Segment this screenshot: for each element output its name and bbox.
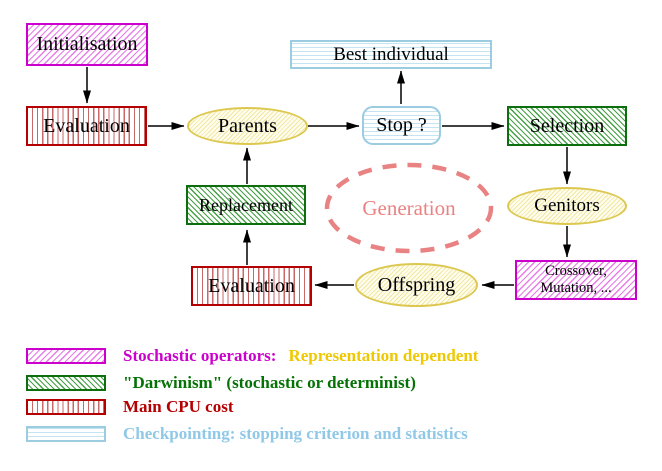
legend-row-cpu-cost: Main CPU cost [26, 397, 233, 417]
node-parents: Parents [187, 107, 308, 145]
node-genitors: Genitors [507, 187, 627, 225]
node-selection: Selection [507, 106, 627, 146]
node-evaluation-bottom: Evaluation [191, 266, 312, 306]
generation-dashed-ellipse [324, 162, 494, 254]
legend-label-cpu-cost: Main CPU cost [123, 397, 234, 416]
crossover-line2: Mutation, ... [540, 280, 612, 296]
generation-label: Generation [362, 196, 456, 220]
cyan-stripes-swatch [26, 426, 106, 442]
crossover-line1: Crossover, [545, 263, 607, 279]
node-offspring: Offspring [355, 263, 478, 307]
node-evaluation-top: Evaluation [26, 106, 147, 146]
legend-label-checkpointing: Checkpointing: stopping criterion and st… [123, 424, 468, 443]
node-initialisation: Initialisation [26, 23, 148, 66]
legend-row-checkpointing: Checkpointing: stopping criterion and st… [26, 424, 468, 444]
node-stop: Stop ? [362, 106, 441, 145]
node-crossover-mutation: Crossover, Mutation, ... [515, 260, 637, 300]
node-replacement: Replacement [186, 185, 306, 225]
red-stripes-swatch [26, 399, 106, 415]
node-best-individual: Best individual [290, 40, 492, 69]
legend-label-darwinism: "Darwinism" (stochastic or determinist) [123, 373, 416, 392]
legend-row-darwinism: "Darwinism" (stochastic or determinist) [26, 373, 416, 393]
legend-label-stochastic: Stochastic operators: [123, 346, 277, 365]
magenta-hatch-swatch [26, 348, 106, 364]
green-hatch-swatch [26, 375, 106, 391]
legend-label-representation: Representation dependent [288, 346, 479, 365]
legend-label: Stochastic operators: Representation depe… [123, 346, 478, 366]
legend-row-stochastic-operators: Stochastic operators: Representation depe… [26, 346, 478, 366]
